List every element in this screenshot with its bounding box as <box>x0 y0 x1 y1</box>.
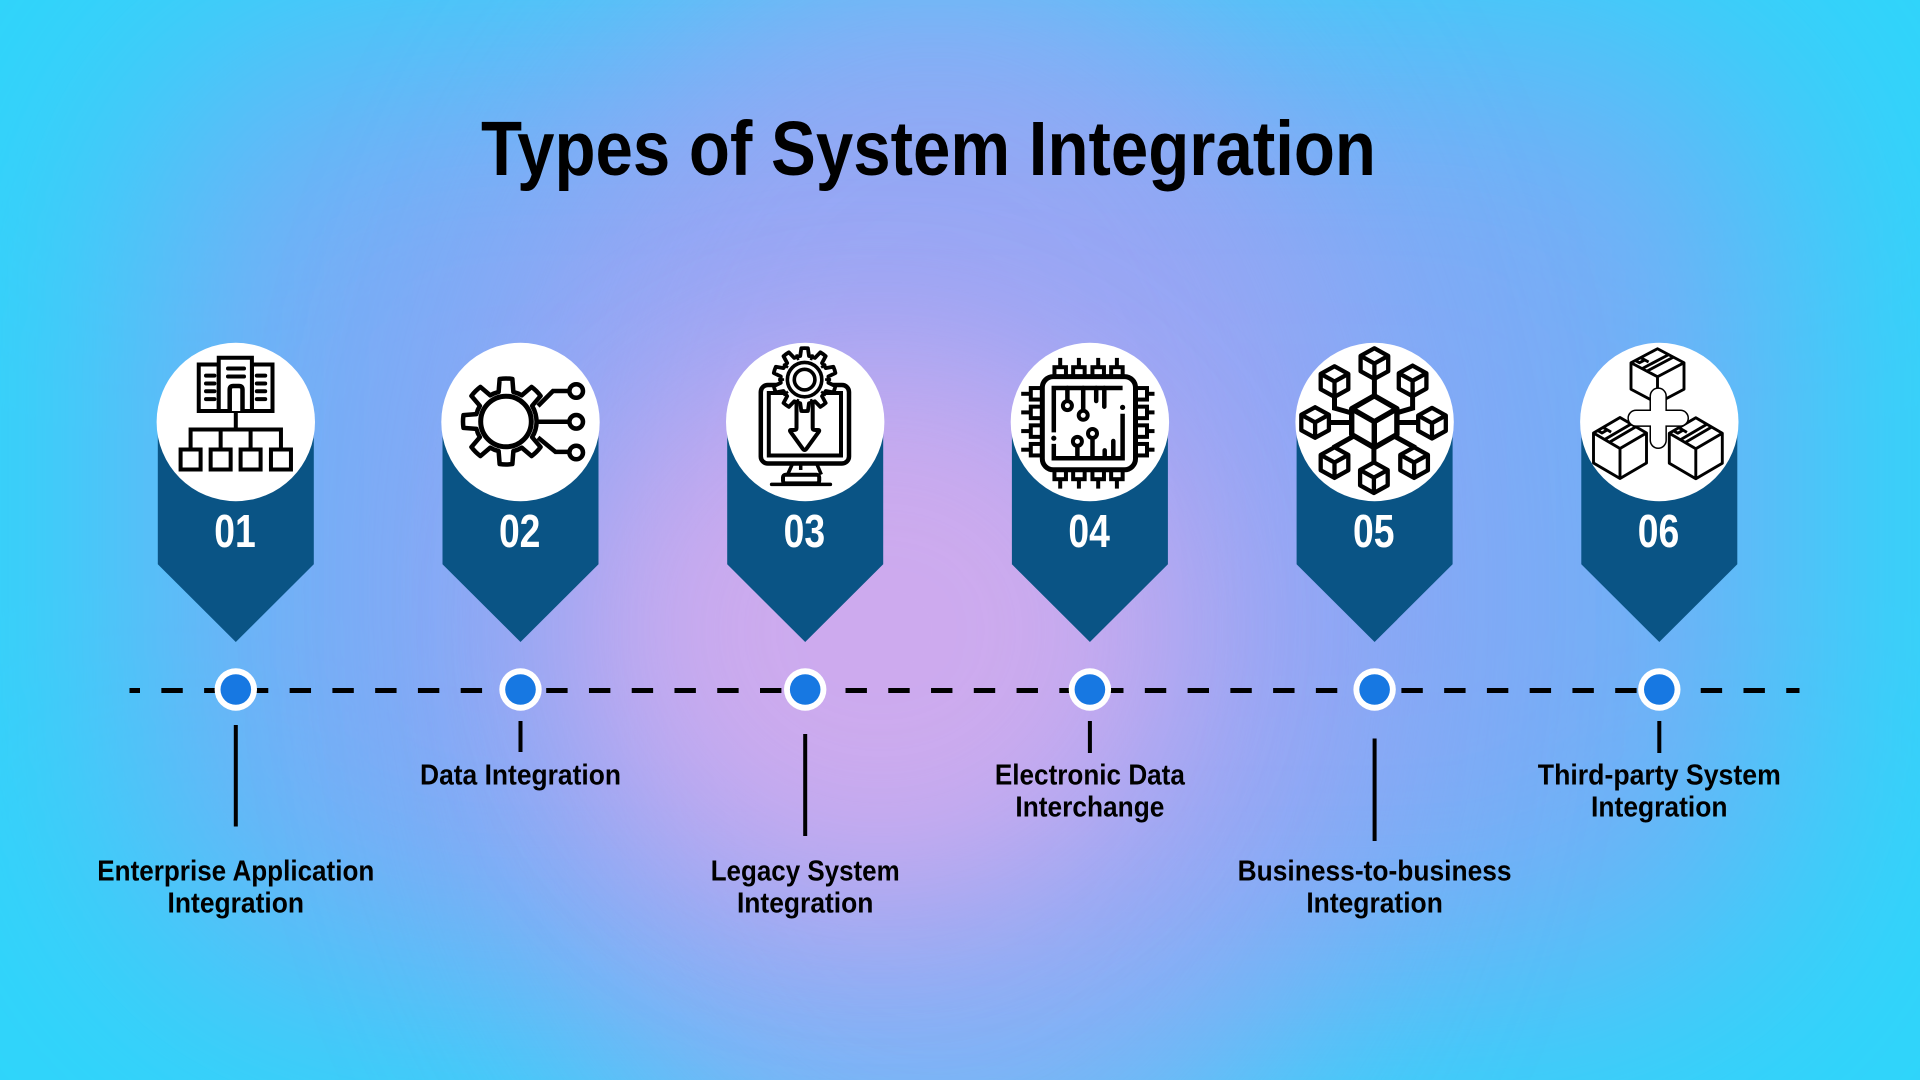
svg-text:Business-to-business: Business-to-business <box>1238 856 1512 888</box>
svg-text:Interchange: Interchange <box>1015 792 1164 824</box>
svg-text:04: 04 <box>1068 505 1110 557</box>
svg-text:Electronic Data: Electronic Data <box>995 760 1186 792</box>
svg-text:03: 03 <box>784 505 826 557</box>
svg-text:Enterprise Application: Enterprise Application <box>97 856 374 888</box>
svg-text:Integration: Integration <box>168 888 305 920</box>
svg-text:Legacy System: Legacy System <box>711 856 900 888</box>
svg-text:02: 02 <box>499 505 541 557</box>
svg-text:06: 06 <box>1638 505 1680 557</box>
svg-text:05: 05 <box>1353 505 1395 557</box>
svg-text:Types of System Integration: Types of System Integration <box>481 106 1376 192</box>
svg-text:Data Integration: Data Integration <box>420 760 621 792</box>
svg-text:Integration: Integration <box>1306 888 1443 920</box>
svg-text:Integration: Integration <box>737 888 874 920</box>
svg-text:01: 01 <box>214 505 256 557</box>
svg-text:Integration: Integration <box>1591 792 1728 824</box>
svg-text:Third-party System: Third-party System <box>1538 760 1781 792</box>
